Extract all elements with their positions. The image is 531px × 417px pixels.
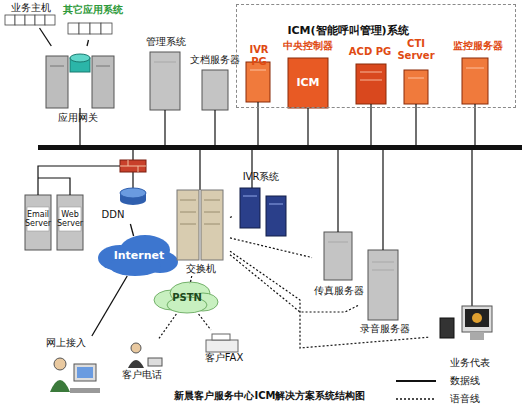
legend-row: 数据线 [396,372,526,390]
node-label: 交换机 [172,263,230,275]
voice-line [190,276,192,284]
node-label: CTI Server [396,38,436,61]
data-line [92,276,127,336]
caller-icon [128,343,162,368]
management-server: 管理系统 [144,34,188,112]
icm-server-icons [246,58,488,108]
web-user-icon [50,358,100,393]
node-label: ACD PG [346,46,394,58]
icm-server: 监控服务器 [446,36,510,106]
legend-label: 数据线 [450,374,480,388]
node-label: 中央控制器 [282,40,334,52]
node-label: IVR PG [240,44,278,67]
gateway-icon [46,54,114,108]
internet-cloud: Internet [100,236,178,276]
node-label: IVR系统 [234,171,288,183]
customer-fax: 客户FAX [196,330,252,364]
node-label: PSTN [155,292,219,304]
app-group: 其它应用系统 [62,2,124,40]
figure-caption: 新晨客户服务中心ICM解决方案系统结构图 [140,389,400,403]
web-server: Web Server [56,192,84,252]
legend-label: 语音线 [450,392,480,406]
voice-line [158,314,176,340]
node-label: 客户电话 [112,369,172,381]
icm-server: ACD PG [346,42,394,106]
icm-server: CTI Server [396,36,436,106]
node-label: 录音服务器 [358,323,412,335]
gateway-server: 应用网关 [40,46,115,126]
pstn-cloud [154,282,218,313]
fax-icon [206,334,238,352]
node-label: Web Server [56,210,84,228]
fax-server: 传真服务器 [312,228,366,300]
node-label: 客户FAX [196,352,252,364]
voice-line [230,216,232,218]
node-label: Internet [100,250,178,263]
web-access: 网上接入 [40,336,106,400]
data-line [40,28,52,46]
icm-system-box: ICM(智能呼叫管理)系统 IVR PG 中央控制器 ICM ACD PGCTI Ser… [236,4,516,108]
node-label: Email Server [24,210,52,228]
voice-line [199,314,211,330]
internet-cloud [98,235,178,276]
document-server: 文档服务器 [188,50,242,112]
ivr-system: IVR系统 [232,168,290,238]
host-group: 业务主机 [2,2,60,28]
data-line [130,224,133,236]
data-bus [38,145,522,150]
pstn-cloud: PSTN [155,284,219,314]
switch: 交换机 [172,186,230,276]
voice-line [230,255,358,312]
service-agent: 业务代表 [430,296,504,372]
ddn-router: DDN [100,184,150,224]
voice-line [230,238,312,258]
node-label: ICM [288,77,328,90]
node-label: ICM(智能呼叫管理)系统 [263,25,433,38]
node-label: DDN [98,209,128,221]
legend-swatch [396,393,440,405]
recording-server: 录音服务器 [358,246,412,338]
node-label: 传真服务器 [312,285,366,297]
legend-swatch [396,375,440,387]
customer-phone: 客户电话 [118,340,168,382]
node-label: 网上接入 [36,337,96,349]
server-icons [25,52,398,320]
icm-server: IVR PG [240,42,278,104]
data-drops [38,102,475,306]
mail-server: Email Server [24,192,52,252]
agent-icon [440,306,492,340]
firewall-icon [120,160,146,172]
legend-row: 语音线 [396,390,526,408]
node-label: 管理系统 [144,36,188,48]
node-label: 其它应用系统 [62,4,124,16]
router-icon [120,188,146,205]
icm-server: 中央控制器 ICM [282,38,334,110]
data-line [87,40,88,46]
ivr-icon [240,188,286,236]
node-label: 文档服务器 [188,54,242,66]
node-label: 业务代表 [440,357,500,369]
node-label: 监控服务器 [446,40,510,52]
voice-line [230,251,430,348]
node-label: 业务主机 [2,2,60,14]
switch-icon [177,190,223,260]
host-terminals [5,15,112,34]
node-label: 应用网关 [40,112,115,124]
